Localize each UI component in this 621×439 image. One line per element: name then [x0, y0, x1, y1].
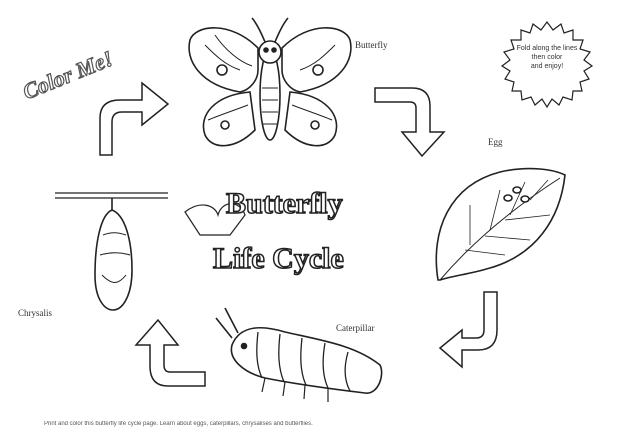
- starburst-line-2: then color: [497, 53, 597, 62]
- label-caterpillar: Caterpillar: [336, 323, 374, 333]
- arrow-egg-to-caterpillar: [440, 292, 497, 367]
- starburst-line-3: and enjoy!: [497, 62, 597, 71]
- arrow-butterfly-to-egg: [375, 88, 444, 156]
- title-line-1: Butterfly: [226, 187, 343, 220]
- butterfly-illustration: [189, 18, 351, 146]
- starburst-text: Fold along the lines then color and enjo…: [497, 44, 597, 71]
- starburst-line-1: Fold along the lines: [497, 44, 597, 53]
- label-butterfly: Butterfly: [355, 40, 388, 50]
- title-line-2: Life Cycle: [213, 242, 344, 275]
- label-chrysalis: Chrysalis: [18, 308, 52, 318]
- egg-leaf-illustration: [436, 169, 565, 280]
- brand-logo: Color Me!: [19, 46, 116, 105]
- arrow-caterpillar-to-chrysalis: [136, 320, 205, 386]
- title-banner: Butterfly Life Cycle: [185, 187, 344, 275]
- label-egg: Egg: [488, 137, 503, 147]
- footer-caption: Print and color this butterfly life cycl…: [44, 421, 584, 427]
- arrow-chrysalis-to-butterfly: [100, 83, 168, 155]
- chrysalis-illustration: [55, 193, 168, 310]
